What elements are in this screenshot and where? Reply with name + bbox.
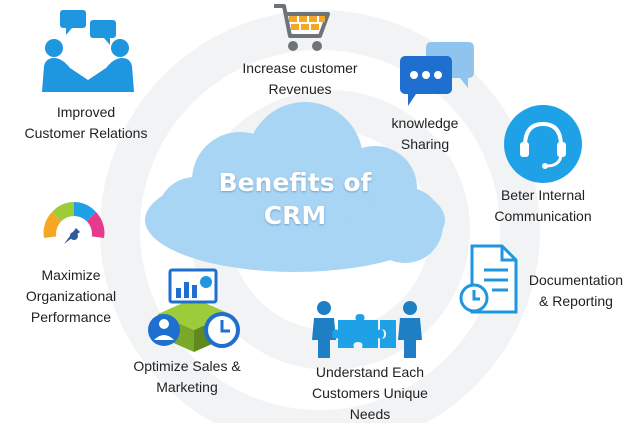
label-line: Maximize [41, 267, 101, 283]
benefit-label-internal-communication: Beter Internal Communication [478, 185, 608, 227]
benefit-label-customer-needs: Understand Each Customers Unique Needs [290, 362, 450, 423]
benefit-label-documentation: Documentation & Reporting [514, 270, 638, 312]
center-title-line: CRM [263, 201, 327, 230]
label-line: Understand Each [315, 364, 425, 380]
benefit-label-customer-relations: Improved Customer Relations [6, 102, 166, 144]
performance-gauge-icon [43, 202, 105, 252]
label-line: Sharing [400, 136, 450, 152]
label-line: Revenues [268, 81, 332, 97]
label-line: Customers Unique [312, 385, 428, 401]
people-puzzle-icon [312, 301, 422, 358]
handshake-chat-icon [42, 10, 134, 92]
headset-icon [504, 105, 582, 183]
shopping-cart-icon [274, 4, 330, 51]
center-title: Benefits of CRM [190, 166, 400, 232]
label-line: Documentation [528, 272, 624, 288]
chat-bubbles-icon [400, 42, 474, 106]
label-line: knowledge [391, 115, 459, 131]
document-clock-icon [459, 244, 518, 314]
label-line: Improved [56, 104, 116, 120]
benefit-label-knowledge-sharing: knowledge Sharing [370, 113, 480, 155]
benefit-label-revenues: Increase customer Revenues [220, 58, 380, 100]
label-line: & Reporting [539, 293, 613, 309]
label-line: Organizational [25, 288, 117, 304]
dashboard-cube-icon [148, 268, 240, 352]
label-line: Marketing [156, 379, 218, 395]
label-line: Needs [349, 406, 391, 422]
benefit-label-sales-marketing: Optimize Sales & Marketing [112, 356, 262, 398]
label-line: Communication [494, 208, 592, 224]
label-line: Increase customer [242, 60, 358, 76]
label-line: Customer Relations [24, 125, 148, 141]
label-line: Optimize Sales & [133, 358, 241, 374]
center-title-line: Benefits of [218, 168, 372, 197]
benefit-label-performance: Maximize Organizational Performance [6, 265, 136, 328]
center-cloud [145, 102, 445, 272]
label-line: Performance [30, 309, 112, 325]
label-line: Beter Internal [500, 187, 586, 203]
